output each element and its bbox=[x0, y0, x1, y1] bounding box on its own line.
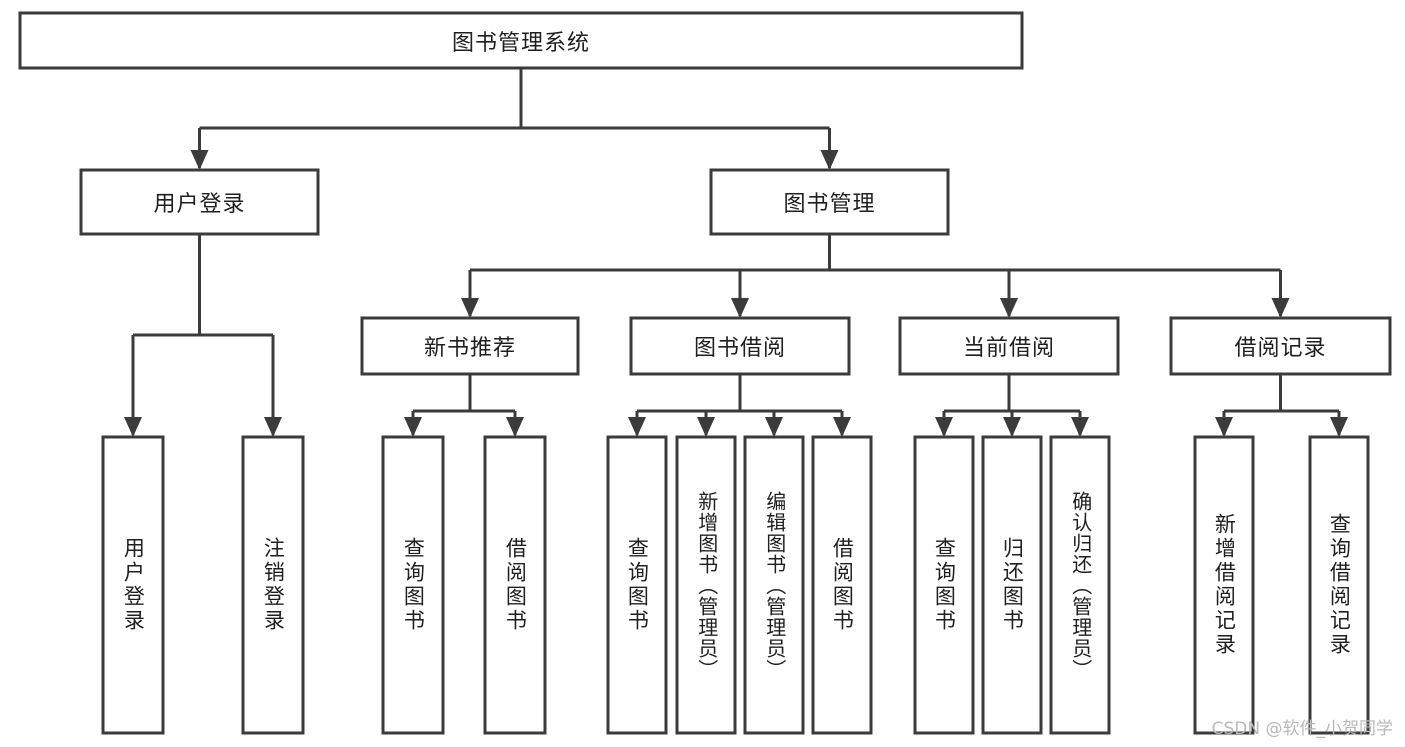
node-box-leaf-edit-book-admin[interactable] bbox=[743, 435, 805, 735]
arrow-head-icon bbox=[1271, 298, 1290, 318]
arrow-head-icon bbox=[833, 417, 851, 437]
node-box-user-login[interactable] bbox=[79, 168, 320, 236]
node-box-leaf-borrow-book-2[interactable] bbox=[811, 435, 873, 735]
node-box-root[interactable] bbox=[18, 11, 1024, 70]
node-box-current-borrow[interactable] bbox=[898, 316, 1120, 376]
arrow-head-icon bbox=[628, 417, 646, 437]
node-box-leaf-add-borrow-record[interactable] bbox=[1193, 435, 1255, 735]
arrow-head-icon bbox=[404, 417, 422, 437]
node-box-borrow-record[interactable] bbox=[1169, 316, 1392, 376]
arrow-head-icon bbox=[765, 417, 783, 437]
arrow-head-icon bbox=[264, 417, 282, 437]
arrow-head-icon bbox=[697, 417, 715, 437]
arrow-head-icon bbox=[731, 298, 749, 318]
arrow-head-icon bbox=[1003, 417, 1021, 437]
node-box-leaf-query-book-3[interactable] bbox=[913, 435, 975, 735]
arrow-head-icon bbox=[935, 417, 953, 437]
node-box-leaf-add-book-admin[interactable] bbox=[675, 435, 737, 735]
node-box-leaf-borrow-book-1[interactable] bbox=[483, 435, 547, 735]
arrow-head-icon bbox=[461, 298, 479, 318]
arrow-head-icon bbox=[1071, 417, 1089, 437]
node-box-leaf-user-login[interactable] bbox=[101, 435, 165, 735]
node-box-leaf-query-borrow-record[interactable] bbox=[1308, 435, 1370, 735]
arrow-head-icon bbox=[1330, 417, 1348, 437]
node-box-leaf-query-book-1[interactable] bbox=[381, 435, 445, 735]
edges-layer bbox=[124, 68, 1348, 437]
node-box-book-management[interactable] bbox=[709, 168, 950, 236]
arrow-head-icon bbox=[124, 417, 142, 437]
node-box-leaf-query-book-2[interactable] bbox=[606, 435, 668, 735]
node-box-new-book-recommend[interactable] bbox=[360, 316, 580, 376]
node-box-leaf-logout[interactable] bbox=[241, 435, 305, 735]
arrow-head-icon bbox=[506, 417, 524, 437]
arrow-head-icon bbox=[1000, 298, 1018, 318]
arrow-head-icon bbox=[190, 150, 209, 170]
boxes-layer bbox=[18, 11, 1392, 735]
arrow-head-icon bbox=[1215, 417, 1233, 437]
arrow-head-icon bbox=[820, 150, 839, 170]
node-box-leaf-return-book[interactable] bbox=[981, 435, 1043, 735]
node-box-book-borrow[interactable] bbox=[629, 316, 851, 376]
node-box-leaf-confirm-return-admin[interactable] bbox=[1049, 435, 1111, 735]
